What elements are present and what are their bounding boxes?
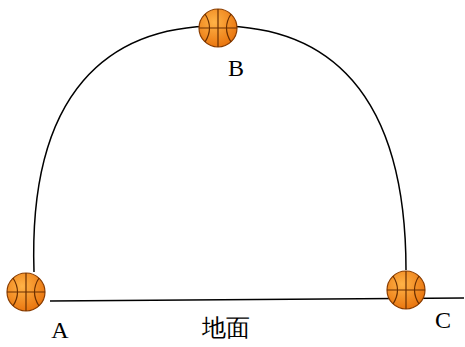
- ground-label: 地面: [202, 316, 250, 340]
- point-label: B: [228, 56, 244, 80]
- trajectory-arc: [34, 26, 406, 272]
- point-label: C: [435, 308, 451, 332]
- point-label: A: [51, 318, 68, 342]
- ball-b: [199, 9, 237, 47]
- ball-c: [387, 271, 425, 309]
- ball-a: [7, 273, 45, 311]
